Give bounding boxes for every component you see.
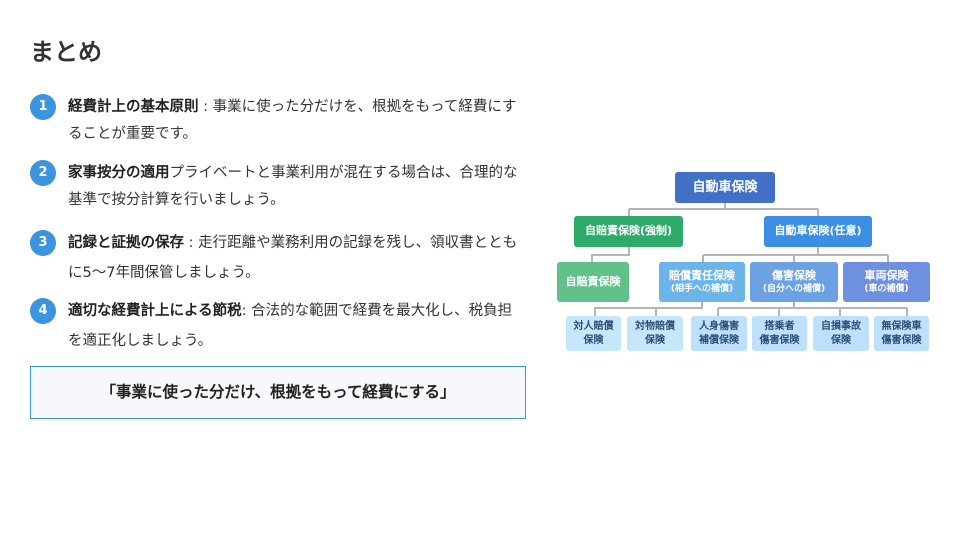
key-quote: 「事業に使った分だけ、根拠をもって経費にする」 <box>30 366 526 419</box>
leaf-label: 無保険車 <box>881 321 922 332</box>
leaf-node: 無保険車傷害保険 <box>874 316 929 351</box>
node-compulsory-insurance: 自賠責保険(強制) <box>574 216 683 247</box>
leaf-label: 保険 <box>645 334 665 346</box>
item-heading: 経費計上の基本原則 <box>68 99 199 115</box>
node-sublabel: (車の補償) <box>864 284 909 295</box>
leaf-node: 自損事故保険 <box>813 316 869 351</box>
item-heading: 記録と証拠の保存 <box>68 235 184 251</box>
node-label: 傷害保険 <box>772 268 816 282</box>
leaf-label: 自損事故 <box>821 321 861 332</box>
leaf-label: 対物賠償 <box>635 321 675 332</box>
leaf-label: 人身傷害 <box>699 321 739 332</box>
leaf-label: 保険 <box>831 334 851 346</box>
node-sublabel: (自分への補償) <box>762 284 826 295</box>
leaf-node: 対人賠償保険 <box>566 316 621 351</box>
item-body: : 走行距離や業務利用の記録を残し、領収書とともに5〜7年間保管しましょう。 <box>68 235 518 281</box>
item-heading: 家事按分の適用 <box>68 165 170 181</box>
number-badge: 1 <box>30 94 56 120</box>
node-auto-insurance: 自動車保険 <box>675 172 775 203</box>
number-badge: 2 <box>30 160 56 186</box>
number-badge: 4 <box>30 298 56 324</box>
node-sublabel: (相手への補償) <box>670 284 734 295</box>
item-body: : 合法的な範囲で経費を最大化し、税負担を適正化しましょう。 <box>68 303 513 349</box>
leaf-label: 傷害保険 <box>759 334 800 346</box>
node-vehicle-insurance: 車両保険 (車の補償) <box>843 262 930 302</box>
item-heading: 適切な経費計上による節税 <box>68 303 242 319</box>
node-liability-insurance: 賠償責任保険 (相手への補償) <box>659 262 745 302</box>
leaf-node: 搭乗者傷害保険 <box>752 316 807 351</box>
node-jibaiseki: 自賠責保険 <box>557 262 629 302</box>
node-voluntary-insurance: 自動車保険(任意) <box>764 216 872 247</box>
node-injury-insurance: 傷害保険 (自分への補償) <box>750 262 838 302</box>
leaf-label: 傷害保険 <box>881 334 922 346</box>
leaf-label: 補償保険 <box>699 334 739 346</box>
number-badge: 3 <box>30 230 56 256</box>
item-body: : 事業に使った分だけを、根拠をもって経費にすることが重要です。 <box>68 99 517 142</box>
node-label: 車両保険 <box>864 268 909 282</box>
item-body: プライベートと事業利用が混在する場合は、合理的な基準で按分計算を行いましょう。 <box>68 165 518 208</box>
slide-title: まとめ <box>30 38 102 66</box>
leaf-label: 保険 <box>583 334 604 346</box>
leaf-node: 対物賠償保険 <box>627 316 683 351</box>
leaf-label: 対人賠償 <box>573 321 614 332</box>
leaf-node: 人身傷害補償保険 <box>691 316 747 351</box>
leaf-label: 搭乗者 <box>764 321 795 332</box>
node-label: 賠償責任保険 <box>669 268 735 282</box>
